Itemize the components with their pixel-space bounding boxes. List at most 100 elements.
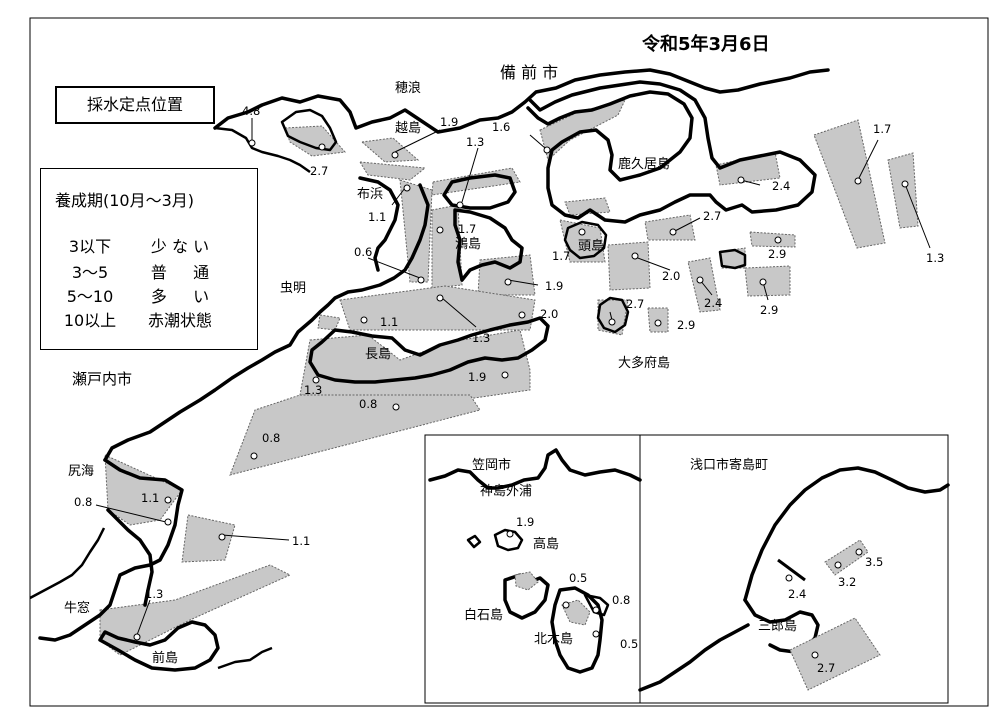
station-point xyxy=(737,176,745,184)
label-maejima: 前島 xyxy=(152,650,178,666)
station-point xyxy=(133,633,141,641)
station-point xyxy=(318,143,326,151)
station-value-label: 1.7 xyxy=(552,249,570,263)
label-oodafu: 大多府島 xyxy=(618,355,670,371)
station-value-label: 2.4 xyxy=(788,587,806,601)
station-value-label: 1.9 xyxy=(545,279,563,293)
label-koshijima: 越島 xyxy=(395,121,421,136)
station-point xyxy=(392,403,400,411)
station-point xyxy=(218,533,226,541)
station-point xyxy=(360,316,368,324)
legend-row: 10以上赤潮状態 xyxy=(55,307,235,331)
station-point xyxy=(506,530,514,538)
zone-1-1 xyxy=(181,514,236,563)
label-kitagi: 北木島 xyxy=(534,632,573,647)
station-point xyxy=(854,177,862,185)
station-value-label: 1.3 xyxy=(304,383,322,397)
station-value-label: 1.3 xyxy=(145,587,163,601)
station-value-label: 2.0 xyxy=(540,307,558,321)
label-shiraishi: 白石島 xyxy=(464,607,503,623)
zone-nagashima-n xyxy=(339,285,536,331)
zone-1-7 xyxy=(813,119,886,249)
label-saburo: 三郎島 xyxy=(758,619,797,634)
label-asakuchi: 浅口市寄島町 xyxy=(690,457,768,473)
station-value-label: 2.7 xyxy=(817,661,835,675)
label-shirinomi: 尻海 xyxy=(68,464,94,479)
label-bizen: 備 前 市 xyxy=(500,63,558,82)
station-value-label: 0.8 xyxy=(74,495,92,509)
label-takashima: 高島 xyxy=(533,536,559,552)
station-value-label: 2.7 xyxy=(310,164,328,178)
station-value-label: 2.4 xyxy=(772,179,790,193)
station-value-label: 2.9 xyxy=(768,247,786,261)
station-value-label: 0.6 xyxy=(354,245,372,259)
zone-2-9b xyxy=(749,231,796,248)
zone-atama-n xyxy=(564,197,611,216)
zone-nunohama-strip xyxy=(359,161,427,181)
label-nagashima: 長島 xyxy=(365,347,391,362)
station-value-label: 2.4 xyxy=(704,296,722,310)
station-value-label: 0.5 xyxy=(569,571,587,585)
station-point xyxy=(785,574,793,582)
zone-saburo xyxy=(789,617,881,691)
station-value-label: 1.1 xyxy=(292,534,310,548)
zone-2-9 xyxy=(744,265,791,297)
legend-level: 多 い xyxy=(150,287,210,306)
station-value-label: 0.8 xyxy=(359,397,377,411)
legend-level: 普 通 xyxy=(150,263,210,282)
station-value-label: 2.9 xyxy=(760,303,778,317)
station-value-label: 3.2 xyxy=(838,575,856,589)
legend-range: 10以上 xyxy=(63,311,117,330)
label-ushimado: 牛窓 xyxy=(64,600,90,616)
station-point xyxy=(562,601,570,609)
insets xyxy=(424,434,950,704)
station-point xyxy=(417,276,425,284)
station-point xyxy=(834,561,842,569)
station-value-label: 0.5 xyxy=(620,637,638,651)
station-value-label: 1.9 xyxy=(468,370,486,384)
station-point xyxy=(456,201,464,209)
station-values: 4.82.71.91.31.61.11.70.61.11.32.01.91.72… xyxy=(74,104,944,675)
legend-range: 3以下 xyxy=(68,237,112,256)
legend-title: 養成期(10月～3月) xyxy=(55,191,195,210)
station-point xyxy=(631,252,639,260)
legend-range: 3～5 xyxy=(71,263,109,282)
station-value-label: 1.3 xyxy=(472,331,490,345)
station-point xyxy=(608,318,616,326)
label-kounoshima: 神島外浦 xyxy=(480,484,532,499)
station-value-label: 3.5 xyxy=(865,555,883,569)
zone-kamoshima-e xyxy=(477,254,536,296)
station-value-label: 2.9 xyxy=(677,318,695,332)
station-point xyxy=(774,236,782,244)
coastlines-main xyxy=(29,68,830,672)
station-point xyxy=(654,319,662,327)
leader-lines xyxy=(95,118,931,636)
zone-1-3e xyxy=(887,152,919,229)
label-nunohama: 布浜 xyxy=(357,187,383,202)
legend-range: 5～10 xyxy=(66,287,114,306)
station-point xyxy=(403,184,411,192)
label-kashikojima: 鹿久居島 xyxy=(618,156,670,172)
inset-kasaoka xyxy=(424,434,641,704)
station-point xyxy=(592,630,600,638)
label-kamoshima: 鴻島 xyxy=(455,237,481,252)
station-point xyxy=(855,548,863,556)
map-date-title: 令和5年3月6日 xyxy=(642,34,770,55)
zone-atama-e xyxy=(607,241,651,291)
legend-row: 5～10 多 い xyxy=(55,283,235,307)
zone-kaku-s xyxy=(644,214,696,241)
station-point xyxy=(543,146,551,154)
zone-oodafu xyxy=(597,299,629,336)
station-point xyxy=(250,452,258,460)
station-point xyxy=(578,228,586,236)
station-value-label: 1.1 xyxy=(368,210,386,224)
station-value-label: 0.8 xyxy=(262,431,280,445)
station-point xyxy=(436,226,444,234)
label-atamajima: 頭島 xyxy=(578,239,604,254)
station-point xyxy=(248,139,256,147)
station-value-label: 0.8 xyxy=(612,593,630,607)
station-value-label: 1.9 xyxy=(440,115,458,129)
label-setouchi: 瀬戸内市 xyxy=(72,370,132,388)
